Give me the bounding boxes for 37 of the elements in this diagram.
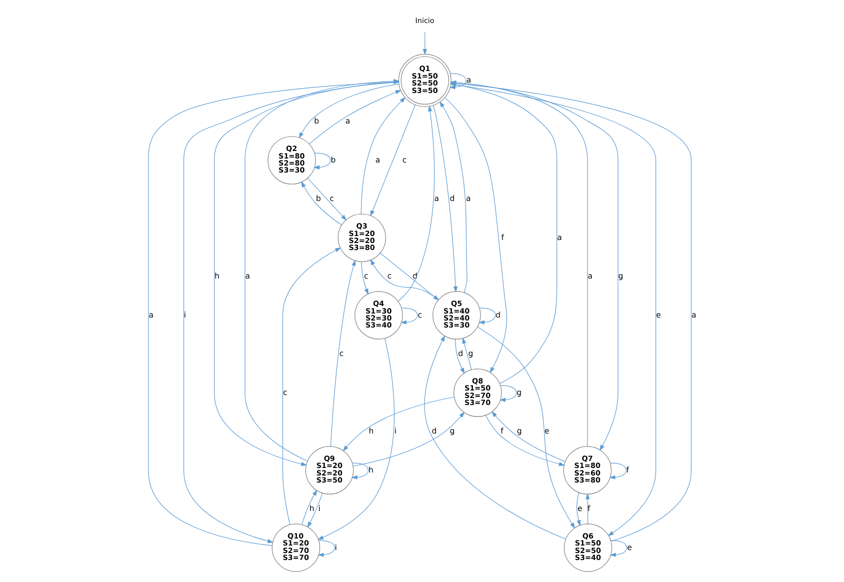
arrow [432,104,458,292]
arrow [360,261,368,295]
arrow [498,385,516,402]
arrow [478,308,496,324]
arrow [490,411,565,462]
arrow [462,338,472,370]
arrow [439,101,467,293]
arrow [576,492,580,526]
arrow [585,493,590,524]
arrow [214,81,399,466]
arrow [476,326,575,529]
arrow [360,97,406,214]
arrow [454,338,464,374]
arrow [313,152,330,170]
arrow [342,396,454,452]
arrow [317,540,334,557]
arrow [609,540,627,557]
arrow [444,97,507,374]
arrow [352,412,464,466]
arrow [298,84,399,138]
arrow [422,32,426,56]
arrow [330,260,356,447]
arrow [485,414,564,466]
arrow [282,247,341,525]
arrow [350,462,368,480]
arrow [424,335,566,540]
arrow [306,492,322,528]
arrow [400,308,418,324]
arrow [370,104,416,216]
arrow [301,490,317,525]
arrow [317,338,394,540]
arrow [450,84,656,536]
arrow [397,105,434,302]
arrow [608,462,626,480]
arrow [308,90,401,144]
arrow [300,181,342,226]
arrow [306,178,346,221]
